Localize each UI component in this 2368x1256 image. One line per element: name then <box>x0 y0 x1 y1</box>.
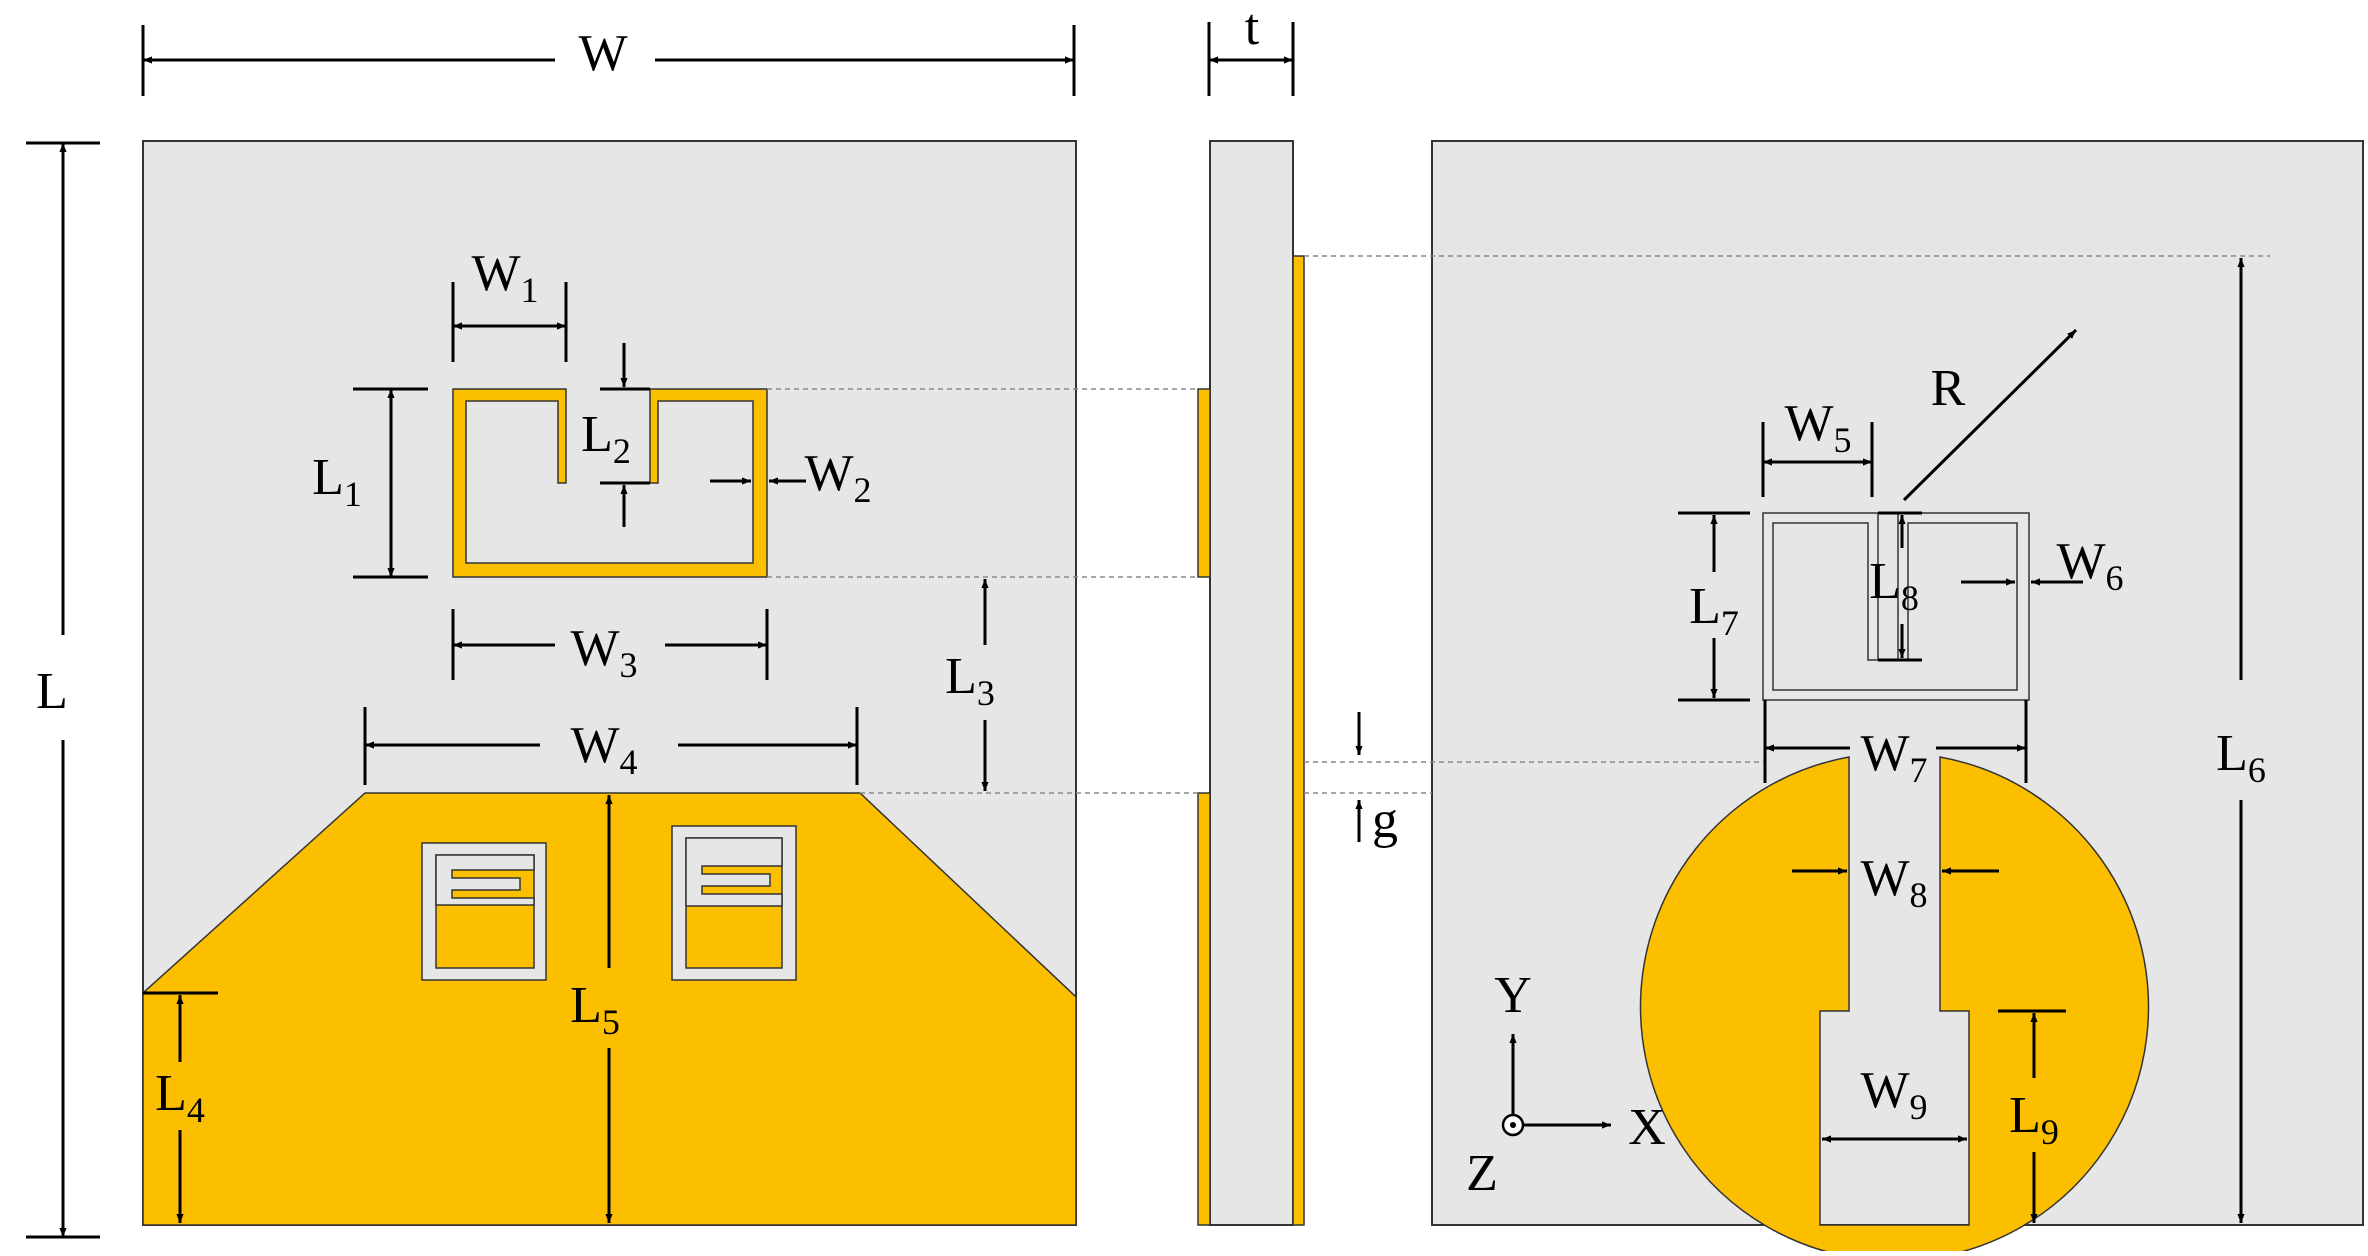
coordinate-axes <box>1501 1034 1611 1137</box>
label-w1: W1 <box>471 245 538 310</box>
label-r: R <box>1931 360 1966 417</box>
label-w6: W6 <box>2056 533 2123 598</box>
circular-patch-with-feed <box>1639 756 2150 1256</box>
side-substrate <box>1209 140 1294 1226</box>
label-w7: W7 <box>1860 725 1927 790</box>
label-l3: L3 <box>945 648 995 713</box>
label-l4: L4 <box>155 1065 205 1130</box>
label-l6: L6 <box>2216 725 2266 790</box>
side-srr-layer <box>1197 388 1211 578</box>
label-w2: W2 <box>804 445 871 510</box>
label-g: g <box>1372 792 1398 849</box>
label-l5: L5 <box>570 977 620 1042</box>
dimension-lines <box>26 22 2245 1239</box>
split-ring-resonator <box>452 388 768 578</box>
back-substrate <box>1431 140 2364 1226</box>
axis-label-y: Y <box>1494 967 1532 1024</box>
guide-lines <box>767 255 2270 794</box>
front-view <box>142 140 1077 1226</box>
side-ground-layer <box>1197 792 1211 1226</box>
ground-slot-left-fingers <box>435 854 535 906</box>
label-l2: L2 <box>581 406 631 471</box>
label-w9: W9 <box>1860 1062 1927 1127</box>
label-l: L <box>36 663 68 720</box>
label-w8: W8 <box>1860 850 1927 915</box>
label-l1: L1 <box>312 449 362 514</box>
side-patch-layer <box>1292 255 1305 1226</box>
side-view <box>1197 140 1305 1226</box>
ground-slot-right-fingers <box>685 837 783 907</box>
axis-label-x: X <box>1628 1099 1666 1156</box>
label-t: t <box>1245 0 1260 56</box>
axis-label-z: Z <box>1466 1145 1498 1202</box>
label-w4: W4 <box>570 717 637 782</box>
label-w: W <box>578 25 627 82</box>
label-l9: L9 <box>2009 1087 2059 1152</box>
label-w5: W5 <box>1784 395 1851 460</box>
back-view <box>1431 140 2364 1256</box>
patch-srr-slot <box>1762 512 2030 701</box>
label-w3: W3 <box>570 620 637 685</box>
label-l8: L8 <box>1869 553 1919 618</box>
label-l7: L7 <box>1689 578 1739 643</box>
